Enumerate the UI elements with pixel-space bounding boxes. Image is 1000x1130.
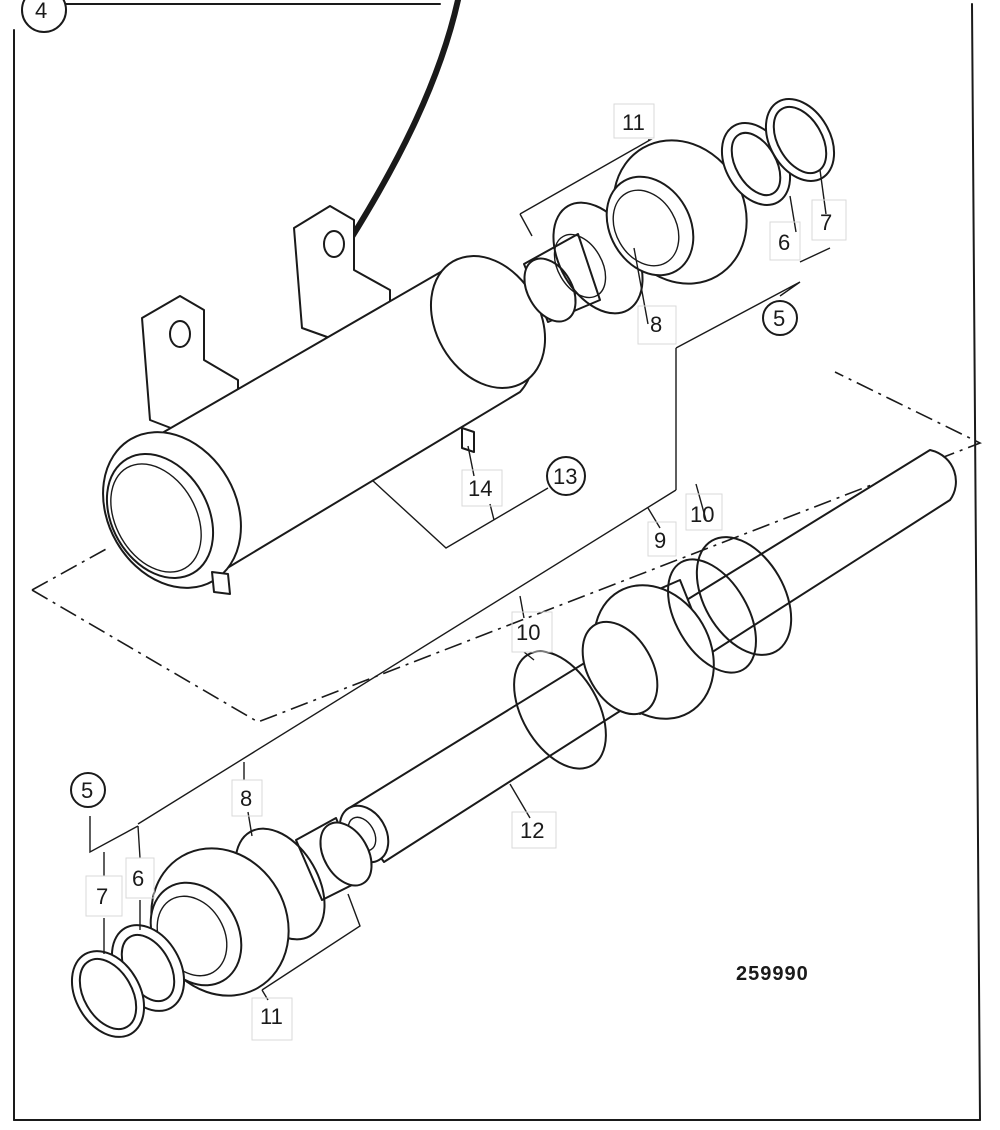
callout-13-text: 13	[553, 464, 577, 489]
label-10-right: 10	[690, 502, 714, 527]
label-10-mid: 10	[516, 620, 540, 645]
label-6-bottom: 6	[132, 866, 144, 891]
label-11-bottom: 11	[260, 1004, 283, 1029]
top-gland-group	[523, 98, 836, 323]
label-14: 14	[468, 476, 492, 501]
hose-line	[347, 0, 461, 243]
leader-lines	[89, 139, 831, 1001]
callout-4-text: 4	[35, 0, 47, 23]
label-9: 9	[654, 528, 666, 553]
bottom-gland-group	[70, 817, 373, 1038]
callout-13: 13	[546, 456, 586, 496]
callout-5-bottom-text: 5	[81, 778, 93, 803]
drawing-number: 259990	[736, 963, 809, 985]
callout-4: 4	[21, 0, 67, 33]
label-12: 12	[520, 818, 544, 843]
label-6-top: 6	[778, 230, 790, 255]
label-8-bottom: 8	[240, 786, 252, 811]
callout-5-bottom: 5	[70, 772, 106, 808]
label-8-top: 8	[650, 312, 662, 337]
cylinder-barrel	[102, 205, 547, 595]
callout-5-top: 5	[762, 300, 798, 336]
piston-rod	[338, 449, 957, 864]
callout-5-top-text: 5	[773, 306, 785, 331]
part-labels: 11 6 7 8 14 9 10 10 12 8 6 7 11 259990	[85, 103, 847, 1041]
drawing-frame	[13, 3, 981, 1121]
label-7-bottom: 7	[96, 884, 108, 909]
label-7-top: 7	[820, 210, 832, 235]
label-11-top: 11	[622, 110, 645, 135]
